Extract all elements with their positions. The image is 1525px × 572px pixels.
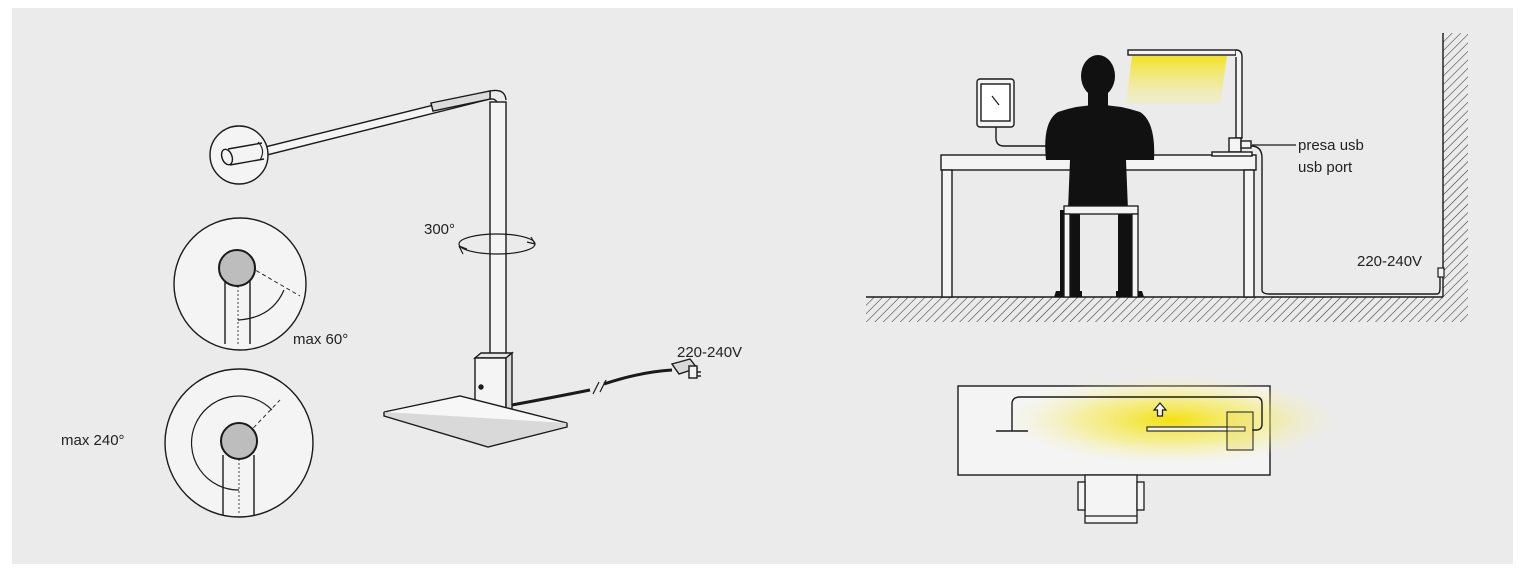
usb-port-label-it: presa usb (1298, 137, 1364, 154)
lamp-perspective (244, 89, 701, 448)
rotation-label: 300° (424, 221, 455, 238)
usb-port-label-en: usb port (1298, 159, 1353, 176)
lamp-head-detail (209, 125, 269, 185)
plug-voltage-label: 220-240V (677, 344, 742, 361)
light-beam (1126, 56, 1227, 104)
light-glow (1007, 376, 1337, 464)
tilt-detail (173, 217, 307, 351)
tablet-icon (976, 78, 1060, 147)
desk-side-view (866, 33, 1468, 322)
tilt-max-label: max 60° (293, 331, 348, 348)
swivel-max-label: max 240° (61, 432, 125, 449)
swivel-detail (164, 368, 314, 518)
desk-lamp (1127, 49, 1253, 157)
chair-icon (1063, 205, 1139, 298)
arrow-up-icon (1152, 402, 1168, 417)
chair-top-icon (1077, 474, 1145, 524)
wall-voltage-label: 220-240V (1357, 253, 1422, 270)
desk-top-view (957, 376, 1337, 524)
